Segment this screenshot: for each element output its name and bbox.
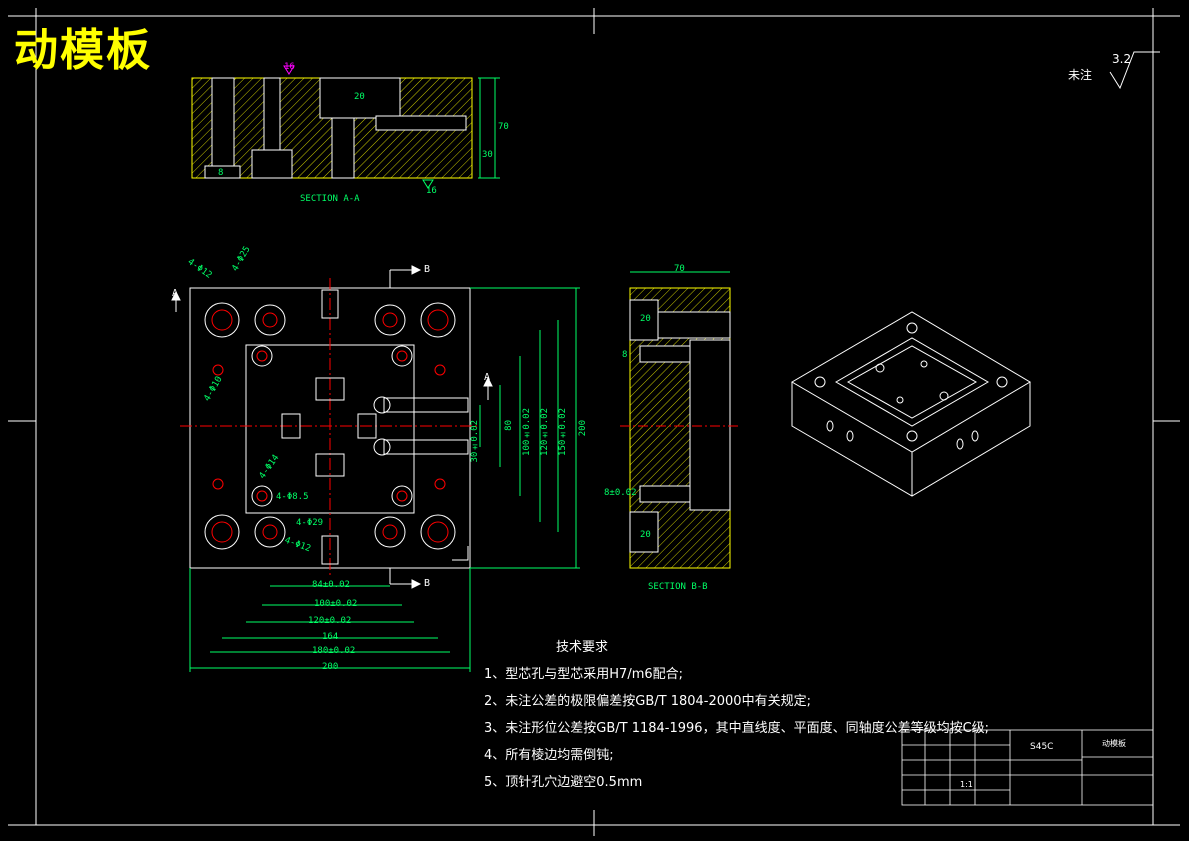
- title-block-scale: 1:1: [960, 780, 973, 789]
- section-bb-dim: 20: [640, 530, 651, 540]
- section-bb-dim: 20: [640, 314, 651, 324]
- note-item: 3、未注形位公差按GB/T 1184-1996，其中直线度、平面度、同轴度公差等…: [484, 721, 990, 736]
- plan-dim-h: 200: [322, 662, 339, 672]
- section-bb-view: [620, 271, 740, 569]
- plan-dim-h: 164: [322, 632, 339, 642]
- technical-requirements: 技术要求 1、型芯孔与型芯采用H7/m6配合; 2、未注公差的极限偏差按GB/T…: [484, 636, 989, 796]
- plan-dim-v: 150±0.02: [558, 408, 568, 456]
- section-aa-dim: 16: [284, 62, 295, 72]
- section-bb-dim: 70: [674, 264, 685, 274]
- cut-a-label: A: [172, 288, 179, 299]
- section-aa-dim: 70: [498, 122, 509, 132]
- isometric-view: [791, 311, 1031, 497]
- plan-dim-v: 80: [504, 420, 514, 431]
- sheet-frame: [8, 8, 1180, 836]
- title-block-material: S45C: [1030, 742, 1054, 752]
- roughness-symbol: [1109, 51, 1160, 90]
- section-aa-dim: 16: [426, 186, 437, 196]
- note-item: 5、顶针孔穴边避空0.5mm: [484, 775, 643, 790]
- roughness-note: 未注: [1068, 68, 1093, 82]
- section-bb-label: SECTION B-B: [648, 582, 708, 592]
- drawing-title: 动模板: [14, 25, 152, 76]
- note-item: 2、未注公差的极限偏差按GB/T 1804-2000中有关规定;: [484, 694, 811, 709]
- note-item: 1、型芯孔与型芯采用H7/m6配合;: [484, 667, 684, 682]
- plan-dim-h: 180±0.02: [312, 646, 356, 656]
- plan-dim-h: 100±0.02: [314, 599, 358, 609]
- plan-dim-v: 100±0.02: [522, 408, 532, 456]
- plan-dim-v: 200: [578, 420, 588, 437]
- note-item: 4、所有棱边均需倒钝;: [484, 748, 614, 763]
- section-aa-dim: 8: [218, 168, 224, 178]
- plan-dim-v: 30±0.02: [470, 420, 480, 463]
- hole-callout: 4-Φ29: [296, 518, 324, 528]
- notes-heading: 技术要求: [556, 640, 609, 655]
- section-aa-view: [191, 65, 500, 189]
- title-block-name: 动模板: [1102, 739, 1126, 748]
- cut-b-label: B: [424, 578, 431, 589]
- title-block: [901, 729, 1154, 806]
- section-aa-dim: 30: [482, 150, 493, 160]
- cut-a-label: A: [484, 372, 491, 383]
- section-bb-dim: 8±0.02: [604, 488, 637, 498]
- plan-view: [171, 265, 580, 672]
- plan-dim-h: 120±0.02: [308, 616, 352, 626]
- plan-dim-v: 120±0.02: [540, 408, 550, 456]
- section-aa-dim: 20: [354, 92, 365, 102]
- roughness-value: 3.2: [1112, 52, 1132, 66]
- cut-b-label: B: [424, 264, 431, 275]
- section-aa-label: SECTION A-A: [300, 194, 360, 204]
- section-bb-dim: 8: [622, 350, 628, 360]
- hole-callout: 4-Φ8.5: [276, 492, 309, 502]
- plan-dim-h: 84±0.02: [312, 580, 350, 590]
